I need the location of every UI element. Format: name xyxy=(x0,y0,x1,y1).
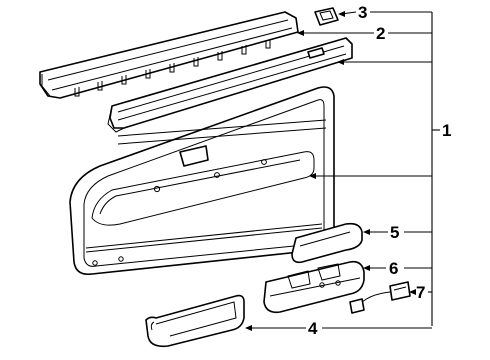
callout-2: 2 xyxy=(376,24,385,43)
callout-5: 5 xyxy=(390,223,399,242)
callout-3: 3 xyxy=(358,3,367,22)
belt-molding-strip xyxy=(39,11,299,99)
leader-lines xyxy=(245,11,440,331)
armrest-pad xyxy=(291,222,363,264)
callout-4: 4 xyxy=(308,319,318,338)
molding-clips xyxy=(74,39,271,97)
door-pull-handle xyxy=(145,294,245,348)
callout-6: 6 xyxy=(389,259,398,278)
armrest-base xyxy=(263,260,365,314)
upper-trim-panel xyxy=(107,37,353,133)
callout-1: 1 xyxy=(442,121,451,140)
power-window-switch xyxy=(349,281,411,314)
callout-7: 7 xyxy=(416,283,425,302)
window-switch-bezel xyxy=(314,7,339,26)
